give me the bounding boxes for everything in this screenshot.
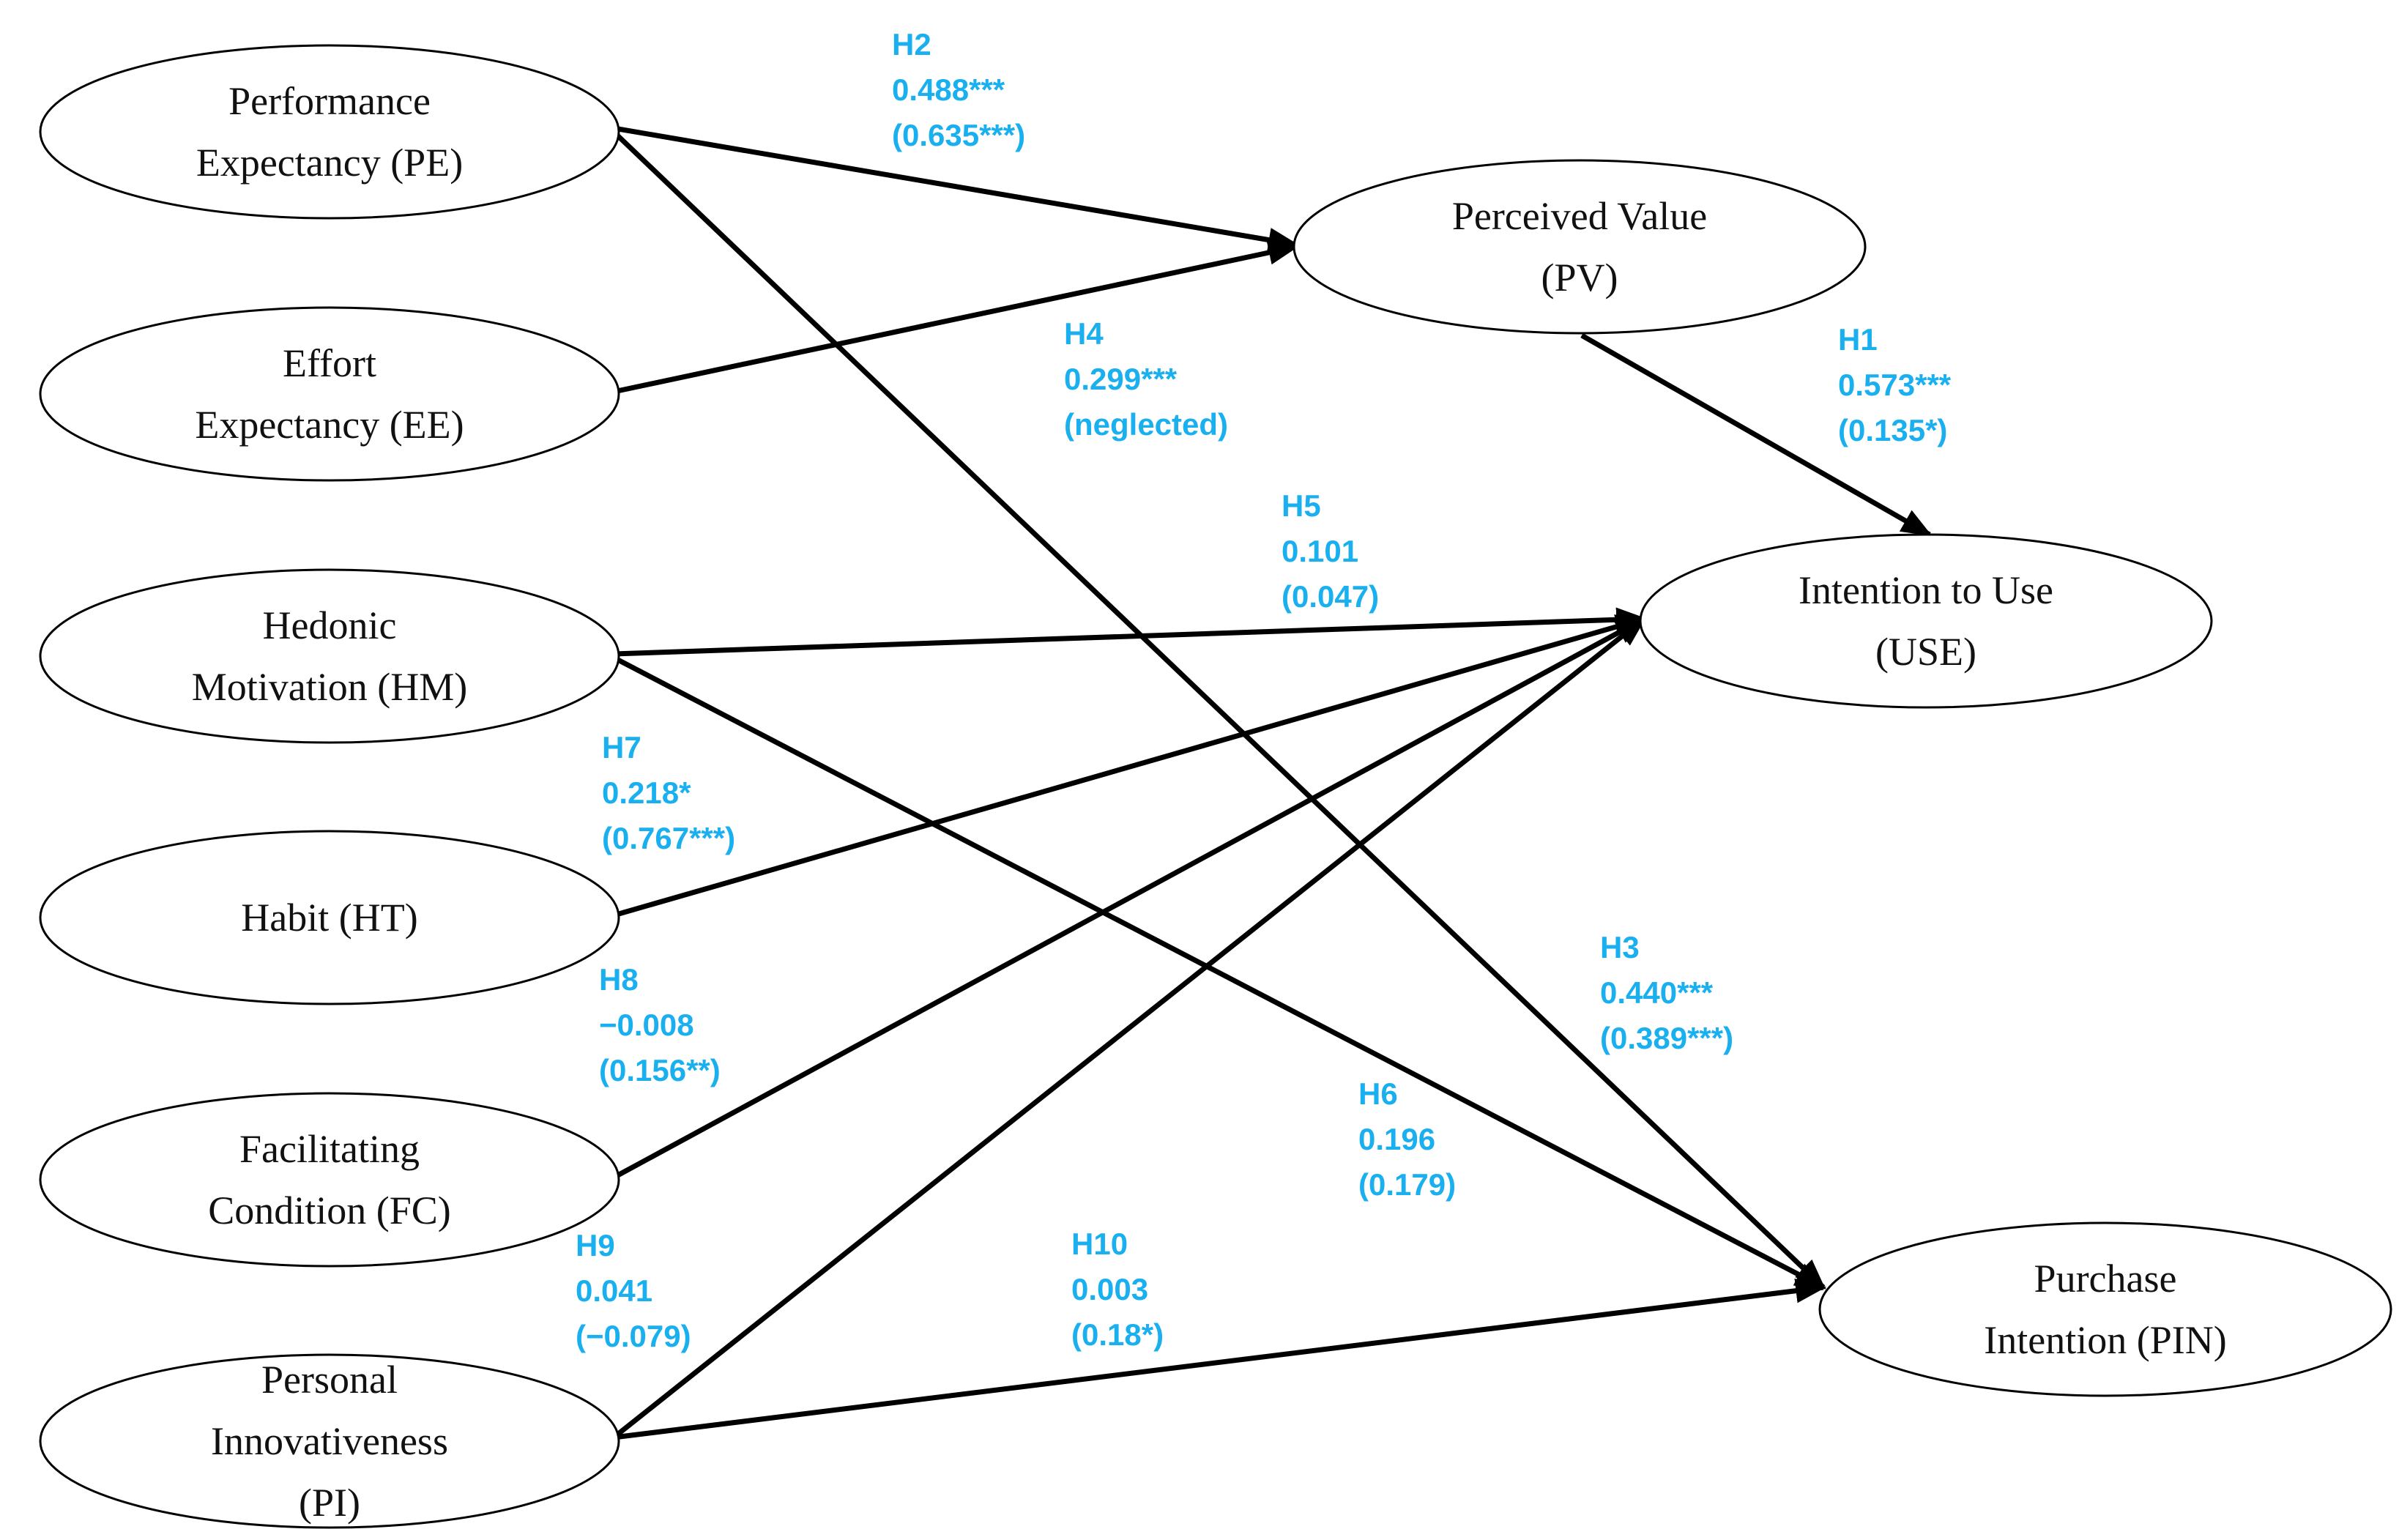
path-label-h5: H5 0.101 (0.047) [1282, 488, 1379, 614]
construct-label-line: Innovativeness [211, 1419, 448, 1463]
path-arrow-h3-pe-to-pin [611, 130, 1826, 1290]
path-coefficient-alt: (neglected) [1064, 407, 1228, 442]
path-coefficient: 0.573*** [1838, 368, 1952, 402]
hypothesis-id: H8 [599, 962, 639, 997]
construct-node-ht: Habit (HT) [39, 830, 620, 1005]
hypothesis-id: H10 [1071, 1227, 1128, 1261]
path-arrow-h8-fc-to-use [612, 616, 1647, 1180]
construct-ellipse [39, 306, 620, 482]
path-arrow-h10-pi-to-pin [613, 1278, 1827, 1440]
path-arrow-h2-pe-to-pv [613, 125, 1300, 253]
path-label-h8: H8 −0.008 (0.156**) [599, 962, 721, 1087]
construct-label-line: Motivation (HM) [192, 665, 467, 709]
construct-ellipse [1293, 159, 1867, 335]
path-coefficient: −0.008 [599, 1008, 694, 1042]
path-coefficient: 0.440*** [1600, 975, 1714, 1010]
path-coefficient-alt: (0.156**) [599, 1053, 721, 1087]
construct-label-line: Personal [261, 1358, 398, 1402]
hypothesis-id: H1 [1838, 322, 1878, 357]
path-coefficient-alt: (0.389***) [1600, 1021, 1733, 1055]
path-arrow-h4-ee-to-pv [613, 240, 1300, 395]
construct-ellipse [1818, 1221, 2392, 1397]
hypothesis-id: H4 [1064, 316, 1104, 351]
path-label-h10: H10 0.003 (0.18*) [1071, 1227, 1164, 1352]
path-coefficient: 0.041 [576, 1273, 652, 1308]
hypothesis-id: H2 [892, 27, 931, 62]
construct-label-line: Facilitating [239, 1127, 420, 1171]
path-coefficient: 0.101 [1282, 534, 1358, 568]
construct-label-line: Condition (FC) [208, 1189, 451, 1232]
construct-label-line: Purchase [2034, 1257, 2177, 1301]
path-label-h6: H6 0.196 (0.179) [1358, 1076, 1456, 1202]
construct-label-line: Expectancy (EE) [195, 403, 464, 447]
construct-label-line: (PV) [1541, 256, 1618, 300]
path-coefficient-alt: (0.135*) [1838, 413, 1947, 447]
path-coefficient: 0.299*** [1064, 362, 1178, 396]
path-coefficient-alt: (0.179) [1358, 1167, 1456, 1202]
path-labels-layer: H1 0.573*** (0.135*) H2 0.488*** (0.635***) H3… [576, 27, 1952, 1353]
construct-label-line: Expectancy (PE) [196, 141, 463, 185]
path-label-h7: H7 0.218* (0.767***) [602, 730, 735, 855]
construct-ellipse [39, 830, 620, 1005]
path-label-h1: H1 0.573*** (0.135*) [1838, 322, 1952, 447]
path-arrow-h5-hm-to-use [613, 607, 1648, 657]
construct-ellipse [1639, 533, 2213, 709]
construct-label-line: Intention (PIN) [1984, 1318, 2226, 1362]
path-arrow-h7-ht-to-use [613, 614, 1648, 918]
hypothesis-id: H9 [576, 1228, 615, 1262]
path-arrow-h1-pv-to-use [1580, 332, 1933, 537]
path-coefficient: 0.488*** [892, 72, 1005, 107]
construct-ellipse [39, 44, 620, 220]
construct-label-line: Habit (HT) [241, 896, 417, 940]
hypothesis-id: H3 [1600, 930, 1640, 964]
path-arrow-h6-hm-to-pin [612, 655, 1826, 1290]
path-coefficient-alt: (0.047) [1282, 579, 1379, 614]
construct-label-line: Intention to Use [1799, 568, 2053, 612]
path-coefficient-alt: (−0.079) [576, 1319, 691, 1353]
hypothesis-id: H5 [1282, 488, 1321, 523]
path-coefficient: 0.196 [1358, 1122, 1435, 1156]
construct-ellipse [39, 1092, 620, 1268]
construct-label-line: Effort [283, 341, 376, 385]
hypothesis-id: H6 [1358, 1076, 1398, 1111]
path-coefficient: 0.218* [602, 775, 691, 810]
path-coefficient-alt: (0.767***) [602, 821, 735, 855]
path-arrow-h9-pi-to-use [611, 617, 1647, 1440]
construct-ellipse [39, 568, 620, 744]
construct-label-line: (PI) [299, 1481, 360, 1525]
construct-label-line: (USE) [1875, 630, 1976, 674]
construct-label-line: Performance [228, 79, 431, 123]
construct-node-pv: Perceived Value (PV) [1293, 159, 1867, 335]
path-label-h9: H9 0.041 (−0.079) [576, 1228, 691, 1353]
path-label-h4: H4 0.299*** (neglected) [1064, 316, 1228, 442]
paths-layer [611, 125, 1933, 1440]
path-label-h2: H2 0.488*** (0.635***) [892, 27, 1025, 152]
construct-label-line: Perceived Value [1452, 194, 1707, 238]
hypothesis-id: H7 [602, 730, 641, 765]
path-coefficient-alt: (0.635***) [892, 118, 1025, 152]
path-label-h3: H3 0.440*** (0.389***) [1600, 930, 1733, 1055]
path-coefficient: 0.003 [1071, 1272, 1148, 1306]
path-coefficient-alt: (0.18*) [1071, 1317, 1164, 1352]
construct-node-use: Intention to Use (USE) [1639, 533, 2213, 709]
construct-label-line: Hedonic [263, 603, 397, 647]
construct-ellipse [39, 1353, 620, 1529]
